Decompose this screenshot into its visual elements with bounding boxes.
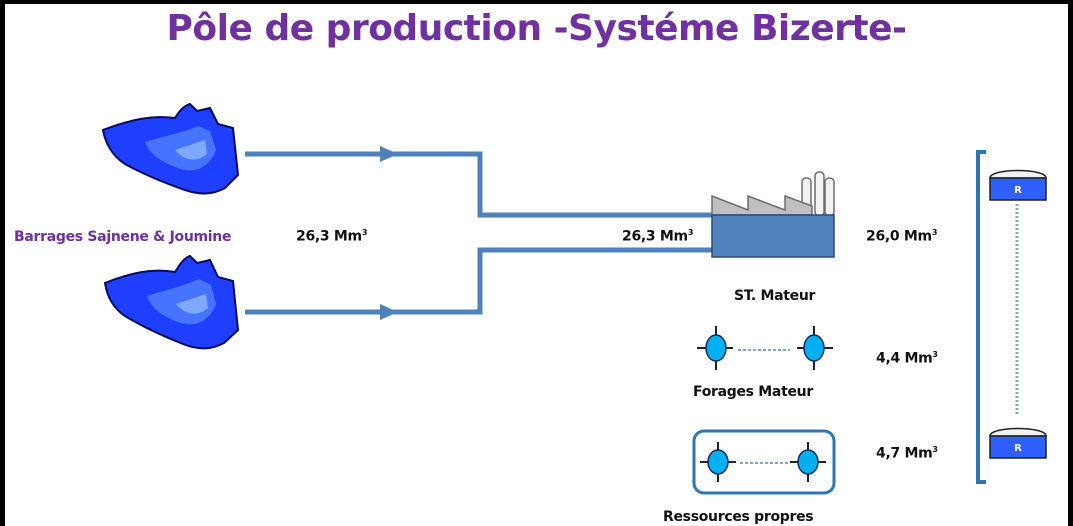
ressources-box: [692, 429, 836, 495]
dam-bottom-icon: [103, 254, 240, 350]
pipe-upper: [245, 151, 712, 218]
well-icon: [705, 334, 727, 362]
ressources-flow: 4,7 Mm3: [876, 445, 938, 462]
reservoir-top-label: R: [1014, 185, 1022, 196]
forages-flow: 4,4 Mm3: [876, 350, 938, 367]
reservoir-bottom-icon: R: [989, 427, 1047, 459]
inflow-flow: 26,3 Mm3: [622, 228, 694, 245]
well-icon: [803, 334, 825, 362]
page-title: Pôle de production -Systéme Bizerte-: [166, 8, 907, 49]
dam-top-icon: [101, 102, 240, 195]
pipes: [245, 151, 712, 315]
pipe-lower: [245, 247, 712, 315]
forages-label: Forages Mateur: [693, 384, 813, 400]
source-flow: 26,3 Mm3: [296, 228, 368, 245]
reservoir-bracket: [976, 150, 986, 484]
arrow-lower-icon: [380, 304, 398, 320]
station-flow: 26,0 Mm3: [866, 228, 938, 245]
source-label: Barrages Sajnene & Joumine: [14, 229, 232, 245]
arrow-upper-icon: [380, 146, 398, 162]
ressources-label: Ressources propres: [663, 509, 814, 525]
station-label: ST. Mateur: [734, 288, 816, 304]
reservoir-top-icon: R: [989, 169, 1047, 201]
well-icon: [797, 449, 819, 475]
forages-wells: [697, 326, 833, 370]
factory-icon: [711, 171, 835, 258]
well-icon: [707, 449, 729, 475]
reservoir-bottom-label: R: [1014, 443, 1022, 454]
